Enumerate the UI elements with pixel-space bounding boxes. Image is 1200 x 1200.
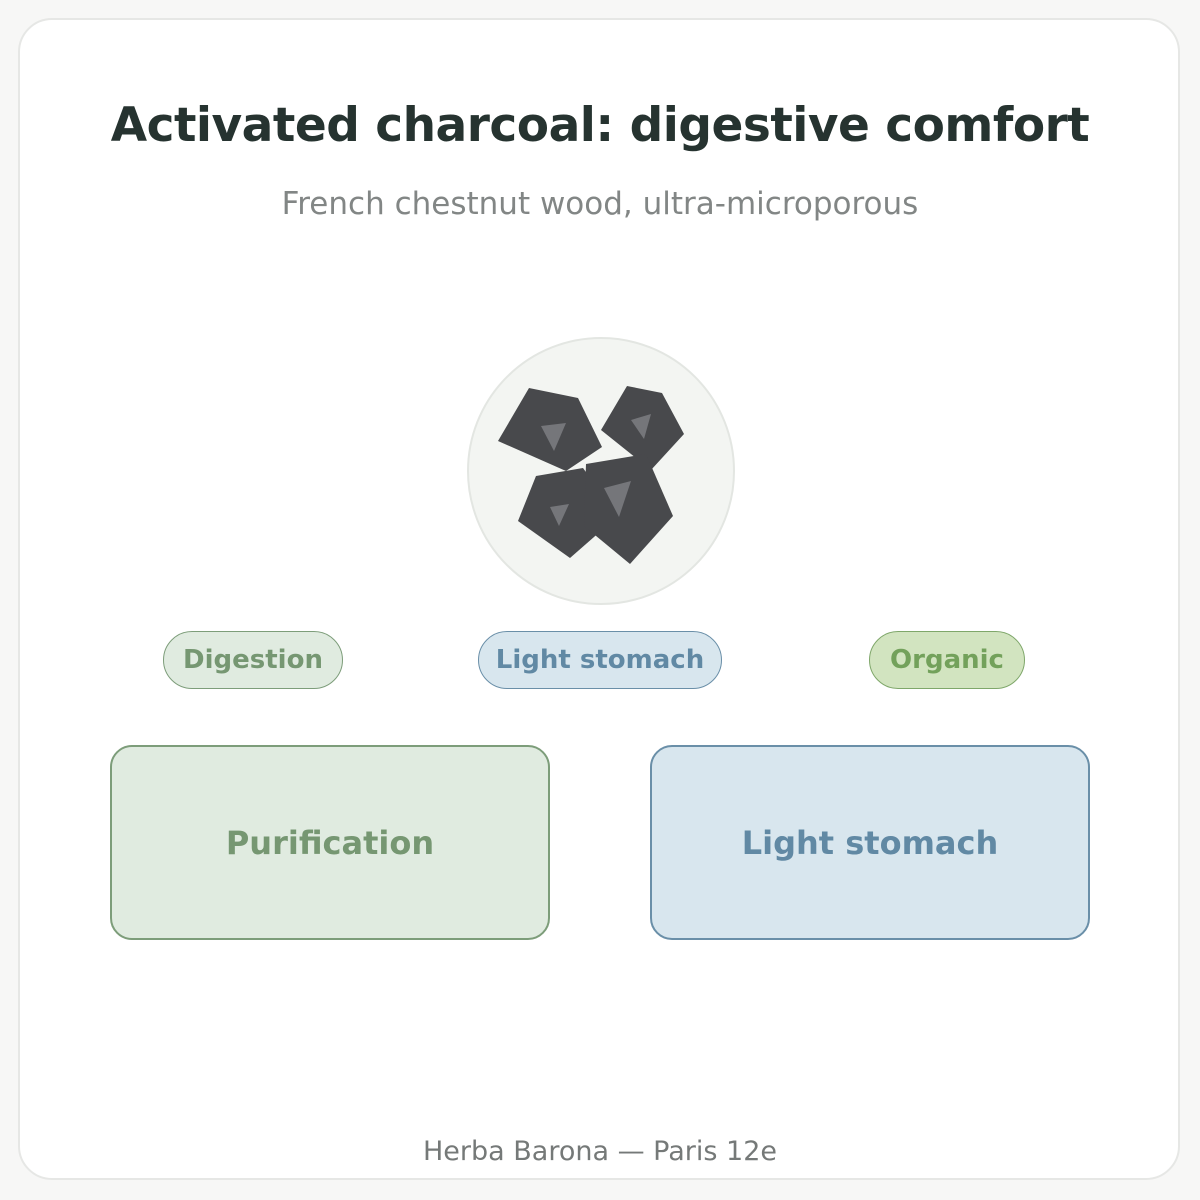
benefit-card-purification: Purification xyxy=(110,745,550,940)
charcoal-pieces-icon xyxy=(466,336,736,606)
tag-digestion: Digestion xyxy=(163,631,343,689)
benefit-card-light-stomach: Light stomach xyxy=(650,745,1090,940)
footer-text: Herba Barona — Paris 12e xyxy=(422,1136,778,1167)
benefit-label: Purification xyxy=(225,823,435,862)
benefit-label: Light stomach xyxy=(741,823,999,862)
tag-organic: Organic xyxy=(869,631,1025,689)
tag-light-stomach: Light stomach xyxy=(478,631,722,689)
page-subtitle: French chestnut wood, ultra-microporous xyxy=(281,186,919,222)
page-title: Activated charcoal: digestive comfort xyxy=(110,98,1090,153)
